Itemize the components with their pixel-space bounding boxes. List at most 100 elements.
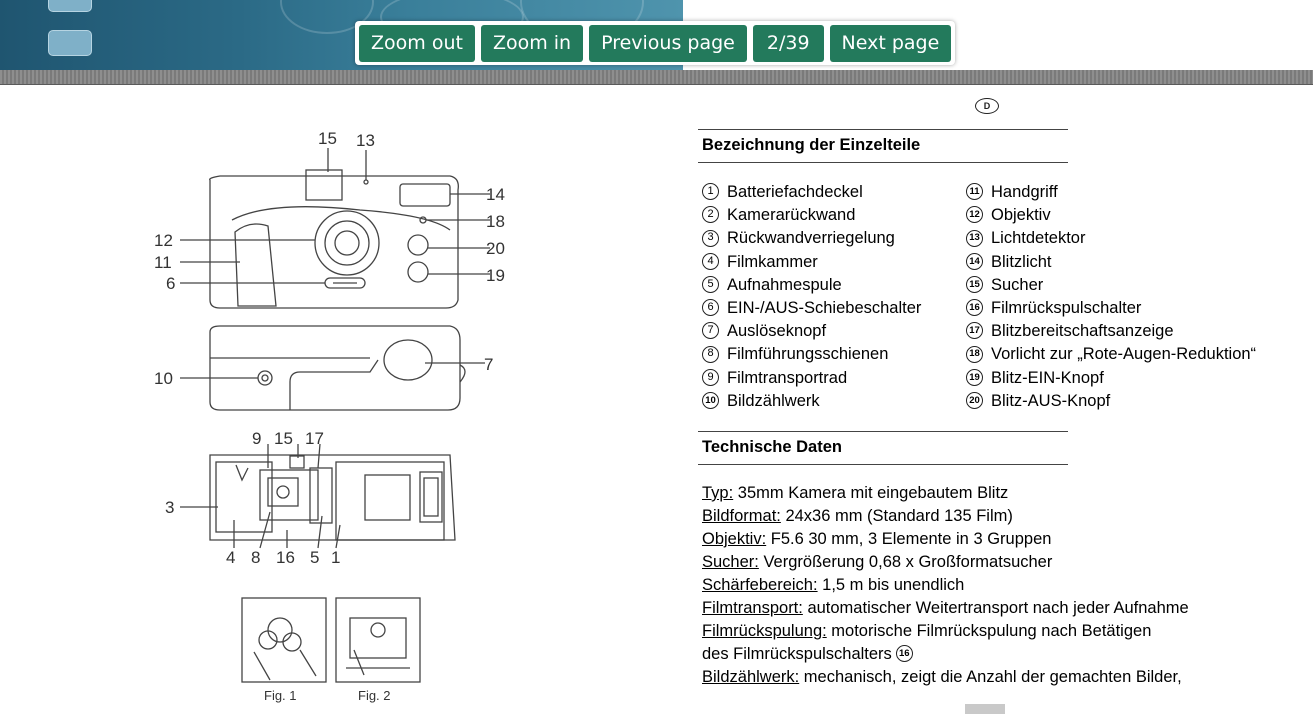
back-label-8: 8 <box>251 548 260 567</box>
part-label: Objektiv <box>991 206 1051 225</box>
back-label-1: 1 <box>331 548 340 567</box>
part-label: Vorlicht zur „Rote-Augen-Reduktion“ <box>991 345 1257 364</box>
part-number-badge: 10 <box>702 391 719 409</box>
part-number-badge: 9 <box>702 368 719 386</box>
part-label: Filmführungsschienen <box>727 345 889 364</box>
tech-spec-key: Filmrückspulung: <box>702 622 827 640</box>
previous-page-button[interactable]: Previous page <box>589 24 747 62</box>
part-number-badge: 16 <box>966 299 983 317</box>
front-label-19: 19 <box>486 266 505 285</box>
part-item: 7 Auslöseknopf <box>702 320 921 343</box>
part-item: 10 Bildzählwerk <box>702 390 921 413</box>
viewer-toolbar: Zoom out Zoom in Previous page 2/39 Next… <box>355 21 956 65</box>
part-label: Sucher <box>991 275 1044 294</box>
part-number-badge: 5 <box>702 275 719 293</box>
front-label-15: 15 <box>318 129 337 148</box>
part-label: Aufnahmespule <box>727 275 842 294</box>
tech-spec-key: Sucher: <box>702 553 759 571</box>
tech-spec-row: Sucher: Vergrößerung 0,68 x Großformatsu… <box>702 551 1189 574</box>
zoom-out-button[interactable]: Zoom out <box>359 24 475 62</box>
tech-spec-value: Vergrößerung 0,68 x Großformatsucher <box>758 553 1053 571</box>
front-label-6: 6 <box>166 274 175 293</box>
tech-spec-value: 1,5 m bis unendlich <box>817 576 965 594</box>
part-number-badge: 8 <box>702 345 719 363</box>
top-label-10: 10 <box>154 369 173 388</box>
part-item: 11 Handgriff <box>966 181 1256 204</box>
part-number-badge: 7 <box>702 322 719 340</box>
part-item: 12 Objektiv <box>966 204 1256 227</box>
tech-spec-key: Bildformat: <box>702 507 781 525</box>
header-divider <box>0 70 1313 85</box>
part-number-badge: 18 <box>966 345 983 363</box>
part-label: Filmtransportrad <box>727 368 848 387</box>
part-label: Handgriff <box>991 183 1058 201</box>
tech-spec-value: F5.6 30 mm, 3 Elemente in 3 Gruppen <box>766 530 1052 548</box>
tech-spec-row: Objektiv: F5.6 30 mm, 3 Elemente in 3 Gr… <box>702 528 1189 551</box>
tech-spec-row: Bildzählwerk: mechanisch, zeigt die Anza… <box>702 666 1189 689</box>
part-number-badge: 12 <box>966 206 983 224</box>
tech-spec-key: Schärfebereich: <box>702 576 818 594</box>
back-label-15: 15 <box>274 429 293 448</box>
back-label-3: 3 <box>165 498 174 517</box>
front-label-14: 14 <box>486 185 505 204</box>
page-edge-marker <box>965 704 1005 714</box>
part-label: Blitzbereitschaftsanzeige <box>991 322 1174 341</box>
tech-spec-key: Filmtransport: <box>702 599 803 617</box>
tech-spec-key: Bildzählwerk: <box>702 668 800 686</box>
tech-spec-row: Typ: 35mm Kamera mit eingebautem Blitz <box>702 482 1189 505</box>
part-label: Bildzählwerk <box>727 391 820 410</box>
tech-spec-row: Schärfebereich: 1,5 m bis unendlich <box>702 574 1189 597</box>
part-label: Auslöseknopf <box>727 322 827 341</box>
part-item: 15 Sucher <box>966 274 1256 297</box>
tech-spec-key: Typ: <box>702 484 734 502</box>
zoom-in-button[interactable]: Zoom in <box>480 24 584 62</box>
part-item: 8 Filmführungsschienen <box>702 343 921 366</box>
part-item: 9 Filmtransportrad <box>702 367 921 390</box>
tech-spec-value: 24x36 mm (Standard 135 Film) <box>780 507 1013 525</box>
language-badge: D <box>975 98 999 114</box>
part-number-badge: 3 <box>702 229 719 247</box>
part-item: 19 Blitz-EIN-Knopf <box>966 367 1256 390</box>
back-label-16: 16 <box>276 548 295 567</box>
camera-diagram-svg: 15 13 14 18 20 19 12 11 6 10 7 9 15 17 3… <box>154 129 505 703</box>
part-label: Blitzlicht <box>991 252 1052 271</box>
part-number-badge: 19 <box>966 368 983 386</box>
tech-heading: Technische Daten <box>698 431 1068 465</box>
part-label: Lichtdetektor <box>991 229 1086 248</box>
part-item: 13 Lichtdetektor <box>966 227 1256 250</box>
part-number-badge: 13 <box>966 229 983 247</box>
page-indicator[interactable]: 2/39 <box>752 24 824 62</box>
back-label-9: 9 <box>252 429 261 448</box>
camera-parts-diagram: 15 13 14 18 20 19 12 11 6 10 7 9 15 17 3… <box>150 120 520 710</box>
back-label-17: 17 <box>305 429 324 448</box>
part-reference-badge: 16 <box>895 645 913 663</box>
part-label: Batteriefachdeckel <box>727 183 863 201</box>
part-number-badge: 11 <box>966 183 983 201</box>
part-number-badge: 15 <box>966 275 983 293</box>
fig2-caption: Fig. 2 <box>358 688 391 703</box>
front-label-11: 11 <box>154 253 172 272</box>
back-label-4: 4 <box>226 548 235 567</box>
tech-spec-value: 35mm Kamera mit eingebautem Blitz <box>733 484 1009 502</box>
top-label-7: 7 <box>484 355 493 374</box>
part-number-badge: 17 <box>966 322 983 340</box>
front-label-12: 12 <box>154 231 173 250</box>
tech-spec-value: mechanisch, zeigt die Anzahl der gemacht… <box>799 668 1182 686</box>
next-page-button[interactable]: Next page <box>829 24 952 62</box>
tech-spec-row: Bildformat: 24x36 mm (Standard 135 Film) <box>702 505 1189 528</box>
part-number-badge: 14 <box>966 252 983 270</box>
tech-spec-value: automatischer Weitertransport nach jeder… <box>802 599 1189 617</box>
part-label: EIN-/AUS-Schiebeschalter <box>727 299 922 318</box>
part-label: Filmrückspulschalter <box>991 299 1142 318</box>
part-label: Blitz-EIN-Knopf <box>991 368 1104 387</box>
part-item: 5 Aufnahmespule <box>702 274 921 297</box>
